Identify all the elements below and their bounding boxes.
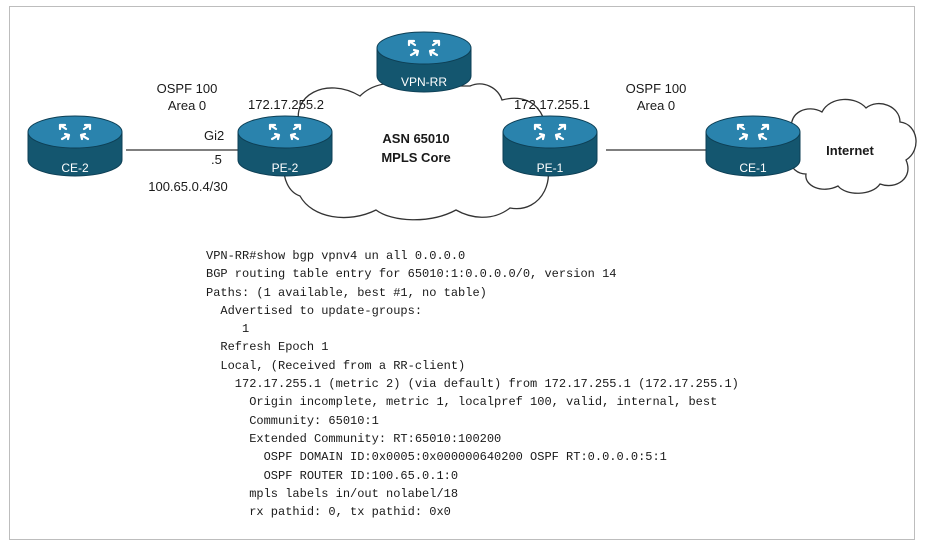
cli-line: Paths: (1 available, best #1, no table) — [206, 285, 487, 300]
mpls-core-label: MPLS Core — [381, 150, 450, 165]
mpls-core-cloud — [282, 82, 550, 221]
router-pe1: PE-1 — [502, 115, 598, 177]
cli-line: 1 — [206, 322, 250, 337]
cli-line: mpls labels in/out nolabel/18 — [206, 486, 459, 501]
cli-line: Origin incomplete, metric 1, localpref 1… — [206, 395, 718, 410]
router-label: CE-2 — [61, 161, 89, 175]
cli-line: Extended Community: RT:65010:100200 — [206, 431, 502, 446]
cli-line: rx pathid: 0, tx pathid: 0x0 — [206, 505, 451, 520]
ospf-left-label: OSPF 100 — [157, 81, 218, 96]
router-label: PE-2 — [272, 161, 299, 175]
diagram-frame — [9, 6, 915, 540]
pe2-ip-label: 172.17.255.2 — [248, 97, 324, 112]
area-right-label: Area 0 — [637, 98, 675, 113]
cli-line: Community: 65010:1 — [206, 413, 379, 428]
host-octet-label: .5 — [211, 152, 222, 167]
cli-line: 172.17.255.1 (metric 2) (via default) fr… — [206, 377, 739, 392]
ospf-right-label: OSPF 100 — [626, 81, 687, 96]
area-left-label: Area 0 — [168, 98, 206, 113]
interface-label: Gi2 — [204, 128, 224, 143]
router-ce2: CE-2 — [27, 115, 123, 177]
router-vpn-rr: VPN-RR — [376, 31, 472, 93]
router-label: VPN-RR — [401, 75, 447, 89]
cli-line: OSPF DOMAIN ID:0x0005:0x000000640200 OSP… — [206, 450, 667, 465]
subnet-label: 100.65.0.4/30 — [148, 179, 228, 194]
asn-label: ASN 65010 — [382, 131, 449, 146]
cli-line: OSPF ROUTER ID:100.65.0.1:0 — [206, 468, 459, 483]
cli-line: Local, (Received from a RR-client) — [206, 358, 466, 373]
cli-output: VPN-RR#show bgp vpnv4 un all 0.0.0.0 BGP… — [206, 247, 739, 521]
cli-line: Refresh Epoch 1 — [206, 340, 329, 355]
pe1-ip-label: 172.17.255.1 — [514, 97, 590, 112]
cli-line: Advertised to update-groups: — [206, 303, 423, 318]
router-label: CE-1 — [739, 161, 767, 175]
router-pe2: PE-2 — [237, 115, 333, 177]
cli-line: VPN-RR#show bgp vpnv4 un all 0.0.0.0 — [206, 249, 466, 263]
internet-label: Internet — [826, 143, 874, 158]
router-ce1: CE-1 — [705, 115, 801, 177]
router-label: PE-1 — [537, 161, 564, 175]
cli-line: BGP routing table entry for 65010:1:0.0.… — [206, 267, 617, 282]
